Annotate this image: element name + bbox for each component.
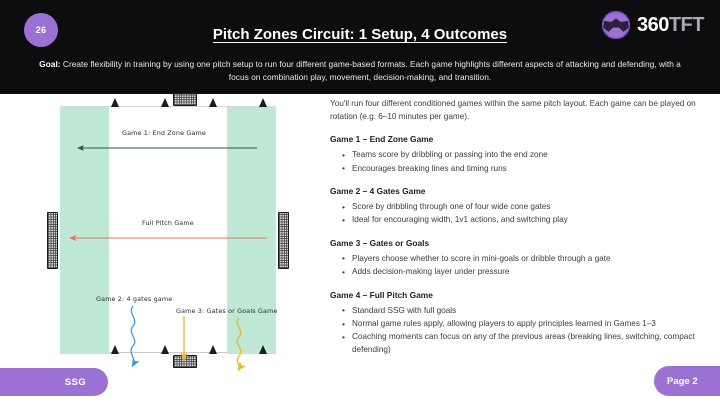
game-block-1: Game 1 – End Zone Game Teams score by dr… xyxy=(330,134,702,175)
game-3-heading: Game 3 – Gates or Goals xyxy=(330,237,430,248)
game1-arrow xyxy=(77,145,257,151)
ssg-badge: SSG xyxy=(0,368,108,396)
goal-right xyxy=(278,212,289,269)
list-item: Teams score by dribbling or passing into… xyxy=(342,149,702,162)
cone-top-4 xyxy=(259,98,267,107)
panel-divider xyxy=(322,94,323,405)
cone-bottom-3 xyxy=(209,345,217,354)
game3-straight-arrow xyxy=(180,316,188,362)
page-title: Pitch Zones Circuit: 1 Setup, 4 Outcomes xyxy=(212,26,508,43)
brand-logo: 360TFT xyxy=(601,10,705,40)
cone-top-1 xyxy=(111,98,119,107)
list-item: Normal game rules apply, allowing player… xyxy=(342,318,702,331)
list-item: Standard SSG with full goals xyxy=(342,304,702,317)
full-pitch-arrow-label: Full Pitch Game xyxy=(142,219,194,227)
cone-bottom-4 xyxy=(259,345,267,354)
brand-360: 360 xyxy=(636,14,669,36)
goal-label: Goal: xyxy=(39,59,61,69)
game-4-heading: Game 4 – Full Pitch Game xyxy=(330,289,433,300)
list-item: Adds decision-making layer under pressur… xyxy=(342,266,702,279)
pitch-surface: Game 1: End Zone Game Full Pitch Game xyxy=(47,93,289,372)
game2-arrow-label: Game 2: 4 gates game xyxy=(96,295,173,303)
game-block-3: Game 3 – Gates or Goals Players choose w… xyxy=(330,238,702,279)
list-item: Encourages breaking lines and timing run… xyxy=(342,162,702,175)
list-item: Players choose whether to score in mini-… xyxy=(342,252,702,265)
page-label: Page 2 xyxy=(667,375,698,387)
cone-top-3 xyxy=(209,98,217,107)
slide-number-text: 26 xyxy=(35,25,47,35)
page-badge: Page 2 xyxy=(654,366,720,396)
goal-statement: Goal: Create flexibility in training by … xyxy=(36,58,684,84)
brand-wordmark: 360TFT xyxy=(636,14,705,36)
list-item: Coaching moments can focus on any of the… xyxy=(342,331,702,356)
slide-number-badge: 26 xyxy=(24,13,58,47)
cone-bottom-2 xyxy=(161,345,169,354)
pitch-diagram-panel: Game 1: End Zone Game Full Pitch Game xyxy=(0,93,322,405)
content-panel: You'll run four different conditioned ga… xyxy=(330,98,702,398)
game-3-bullets: Players choose whether to score in mini-… xyxy=(342,252,702,279)
game-4-bullets: Standard SSG with full goals Normal game… xyxy=(342,304,702,357)
goal-text: Create flexibility in training by using … xyxy=(60,59,681,82)
mini-goal-top xyxy=(173,93,197,106)
game-block-4: Game 4 – Full Pitch Game Standard SSG wi… xyxy=(330,290,702,357)
game-2-heading: Game 2 – 4 Gates Game xyxy=(330,186,426,196)
full-pitch-arrow xyxy=(68,234,267,242)
list-item: Ideal for encouraging width, 1v1 actions… xyxy=(342,214,702,227)
intro-text: You'll run four different conditioned ga… xyxy=(330,99,696,121)
game3-squiggle-arrow xyxy=(236,317,246,372)
game-block-2: Game 2 – 4 Gates Game Score by dribbling… xyxy=(330,186,702,227)
brand-tft: TFT xyxy=(668,14,705,36)
soccer-ball-icon xyxy=(601,10,631,40)
game3-arrow-label: Game 3: Gates or Goals Game xyxy=(176,307,278,315)
game-2-bullets: Score by dribbling through one of four w… xyxy=(342,200,702,227)
slide-header: 26 Pitch Zones Circuit: 1 Setup, 4 Outco… xyxy=(0,0,720,94)
list-item: Score by dribbling through one of four w… xyxy=(342,200,702,213)
goal-left xyxy=(47,212,58,269)
game2-arrow xyxy=(130,305,140,368)
cone-bottom-1 xyxy=(111,345,119,354)
cone-top-2 xyxy=(161,98,169,107)
game-1-heading: Game 1 – End Zone Game xyxy=(330,134,434,145)
game1-arrow-label: Game 1: End Zone Game xyxy=(122,129,206,137)
ssg-label: SSG xyxy=(64,376,86,388)
game-1-bullets: Teams score by dribbling or passing into… xyxy=(342,149,702,175)
